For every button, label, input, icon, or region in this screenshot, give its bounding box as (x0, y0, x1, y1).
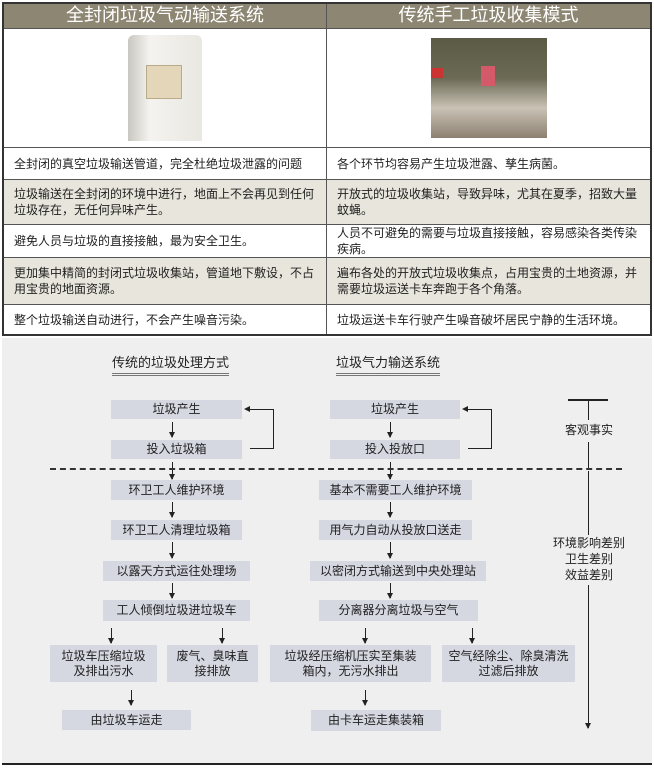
table-row: 避免人员与垃圾的直接接触，最为安全卫生。 人员不可避免的需要与垃圾直接接触，容易… (4, 224, 650, 257)
axis-label-diff: 环境影响差别 (552, 536, 625, 550)
divider-line (50, 468, 622, 470)
flow-box: 垃圾经压缩机压实至集装箱内，无污水排出 (270, 645, 431, 682)
cell: 整个垃圾输送自动进行，不会产生噪音污染。 (4, 305, 327, 334)
cell: 更加集中精简的封闭式垃圾收集站，管道地下敷设，不占用宝贵的地面资源。 (4, 258, 327, 304)
arrow-icon (387, 502, 393, 518)
arrow-icon (169, 542, 175, 559)
right-title: 垃圾气力输送系统 (336, 352, 441, 376)
flow-box: 环卫工人维护环境 (111, 480, 242, 500)
cell: 人员不可避免的需要与垃圾直接接触，容易感染各类传染疾病。 (337, 226, 638, 256)
flow-box: 用气力自动从投放口送走 (319, 520, 472, 540)
arrow-icon (469, 628, 475, 644)
flow-box: 环卫工人清理垃圾箱 (111, 520, 242, 540)
axis-arrow-icon (585, 585, 591, 729)
table-row: 更加集中精简的封闭式垃圾收集站，管道地下敷设，不占用宝贵的地面资源。 遍布各处的… (4, 257, 650, 304)
flow-box: 工人倾倒垃圾进垃圾车 (103, 600, 250, 621)
arrow-icon (169, 422, 175, 438)
flow-box: 以露天方式运往处理场 (103, 561, 250, 581)
flow-box: 投入投放口 (330, 440, 460, 459)
cell: 避免人员与垃圾的直接接触，最为安全卫生。 (4, 225, 327, 257)
flow-box: 以密闭方式输送到中央处理站 (310, 561, 486, 581)
feedback-arrow-icon (462, 405, 492, 449)
arrow-icon (387, 583, 393, 599)
arrow-icon (362, 628, 368, 644)
arrow-icon (387, 542, 393, 559)
flow-box: 由卡车运走集装箱 (311, 710, 441, 731)
arrow-icon (108, 628, 114, 644)
flow-box: 垃圾产生 (330, 400, 460, 419)
table-header: 全封闭垃圾气动输送系统 传统手工垃圾收集模式 (4, 4, 650, 28)
table-row: 垃圾输送在全封闭的环境中进行，地面上不会再见到任何垃圾存在，无任何异味产生。 开… (4, 179, 650, 224)
axis-line (588, 471, 589, 535)
closed-bin-photo (128, 35, 202, 141)
feedback-arrow-icon (244, 405, 274, 449)
comparison-table: 全封闭垃圾气动输送系统 传统手工垃圾收集模式 全封闭的真空垃圾输送管道，完全杜绝… (2, 2, 652, 336)
flow-box: 投入垃圾箱 (111, 440, 242, 459)
header-traditional: 传统手工垃圾收集模式 (327, 4, 650, 28)
arrow-icon (362, 690, 368, 706)
axis-top-bar (568, 399, 608, 401)
cell: 垃圾运送卡车行驶产生噪音破坏居民宁静的生活环境。 (337, 312, 626, 327)
arrow-icon (169, 583, 175, 599)
flow-box: 分离器分离垃圾与空气 (319, 600, 478, 621)
cell: 全封闭的真空垃圾输送管道，完全杜绝垃圾泄露的问题 (4, 148, 327, 179)
axis-line (588, 400, 589, 420)
arrow-icon (387, 422, 393, 438)
arrow-icon (219, 628, 225, 644)
flow-box: 废气、臭味直接排放 (167, 645, 258, 682)
flow-box: 由垃圾车运走 (62, 710, 191, 730)
cell: 开放式的垃圾收集站，导致异味，尤其在夏季，招致大量蚊蝇。 (327, 180, 650, 224)
flow-box: 空气经除尘、除臭清洗过滤后排放 (442, 645, 575, 682)
left-title: 传统的垃圾处理方式 (112, 352, 230, 376)
table-row: 全封闭的真空垃圾输送管道，完全杜绝垃圾泄露的问题 各个环节均容易产生垃圾泄露、孳… (4, 147, 650, 179)
image-row (4, 28, 650, 147)
axis-label-fact: 客观事实 (564, 423, 613, 437)
manual-collection-photo (430, 38, 547, 138)
cell: 各个环节均容易产生垃圾泄露、孳生病菌。 (337, 156, 566, 171)
arrow-icon (128, 690, 134, 706)
axis-line (588, 442, 589, 468)
cell: 垃圾输送在全封闭的环境中进行，地面上不会再见到任何垃圾存在，无任何异味产生。 (4, 180, 327, 224)
arrow-icon (169, 462, 175, 480)
arrow-icon (169, 502, 175, 518)
table-row: 整个垃圾输送自动进行，不会产生噪音污染。 垃圾运送卡车行驶产生噪音破坏居民宁静的… (4, 304, 650, 334)
flow-box: 基本不需要工人维护环境 (319, 480, 472, 500)
flow-box: 垃圾产生 (111, 400, 242, 419)
cell: 遍布各处的开放式垃圾收集点，占用宝贵的土地资源，并需要垃圾运送卡车奔跑于各个角落… (327, 258, 650, 304)
arrow-icon (387, 462, 393, 480)
axis-label-diff: 效益差别 (564, 568, 613, 582)
header-pneumatic: 全封闭垃圾气动输送系统 (4, 4, 327, 28)
axis-label-diff: 卫生差别 (564, 552, 613, 566)
flow-box: 垃圾车压缩垃圾及排出污水 (50, 645, 157, 682)
process-flowchart: 传统的垃圾处理方式 垃圾气力输送系统 垃圾产生 投入垃圾箱 环卫工人维护环境 环… (2, 338, 652, 765)
